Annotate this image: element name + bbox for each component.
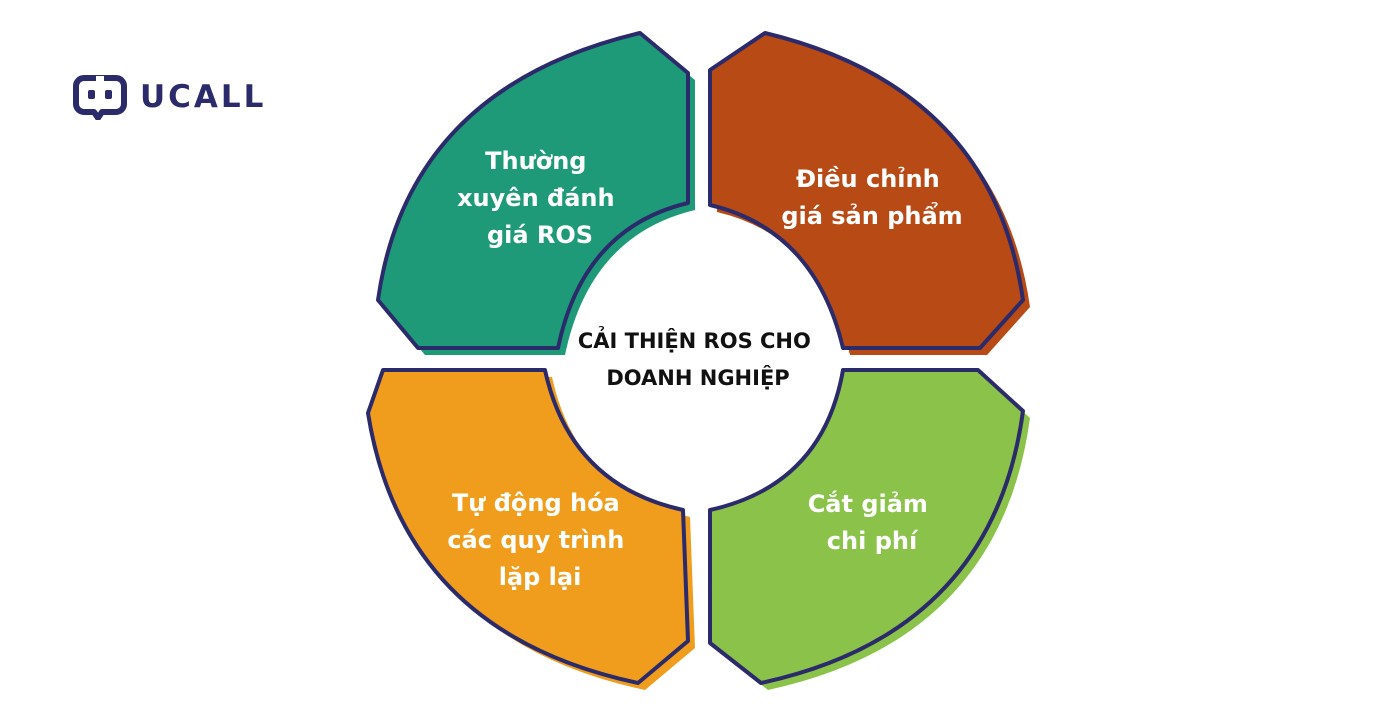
- segment-top-left: Thường xuyên đánh giá ROS: [376, 31, 695, 355]
- segment-bottom-right: Cắt giảm chi phí: [708, 368, 1030, 690]
- segment-label-line: giá sản phẩm: [781, 200, 962, 230]
- segment-label-line: giá ROS: [487, 221, 593, 249]
- segment-top-right: Điều chỉnh giá sản phẩm: [708, 31, 1030, 355]
- segment-top-right-label: Điều chỉnh giá sản phẩm: [781, 165, 962, 230]
- brand-name: UCALL: [140, 79, 267, 115]
- center-title-line: DOANH NGHIỆP: [606, 364, 789, 390]
- segment-label-line: chi phí: [827, 527, 919, 555]
- segment-label-line: lặp lại: [499, 563, 582, 591]
- center-title-line: CẢI THIỆN ROS CHO: [578, 326, 811, 353]
- segment-label-line: xuyên đánh: [457, 184, 614, 212]
- segment-bottom-left-label: Tự động hóa các quy trình lặp lại: [447, 489, 632, 591]
- ucall-logo: UCALL: [72, 74, 266, 120]
- segment-bottom-left: Tự động hóa các quy trình lặp lại: [366, 368, 695, 690]
- center-title: CẢI THIỆN ROS CHO DOANH NGHIỆP: [578, 326, 818, 390]
- segment-label-line: Tự động hóa: [452, 489, 620, 517]
- chat-bubble-icon: [73, 75, 127, 120]
- segment-label-line: Thường: [485, 147, 586, 175]
- segment-bottom-right-label: Cắt giảm chi phí: [808, 489, 937, 555]
- segment-top-left-label: Thường xuyên đánh giá ROS: [457, 147, 623, 249]
- segment-label-line: các quy trình: [447, 526, 624, 554]
- segment-label-line: Điều chỉnh: [796, 165, 940, 193]
- segment-label-line: Cắt giảm: [808, 489, 928, 518]
